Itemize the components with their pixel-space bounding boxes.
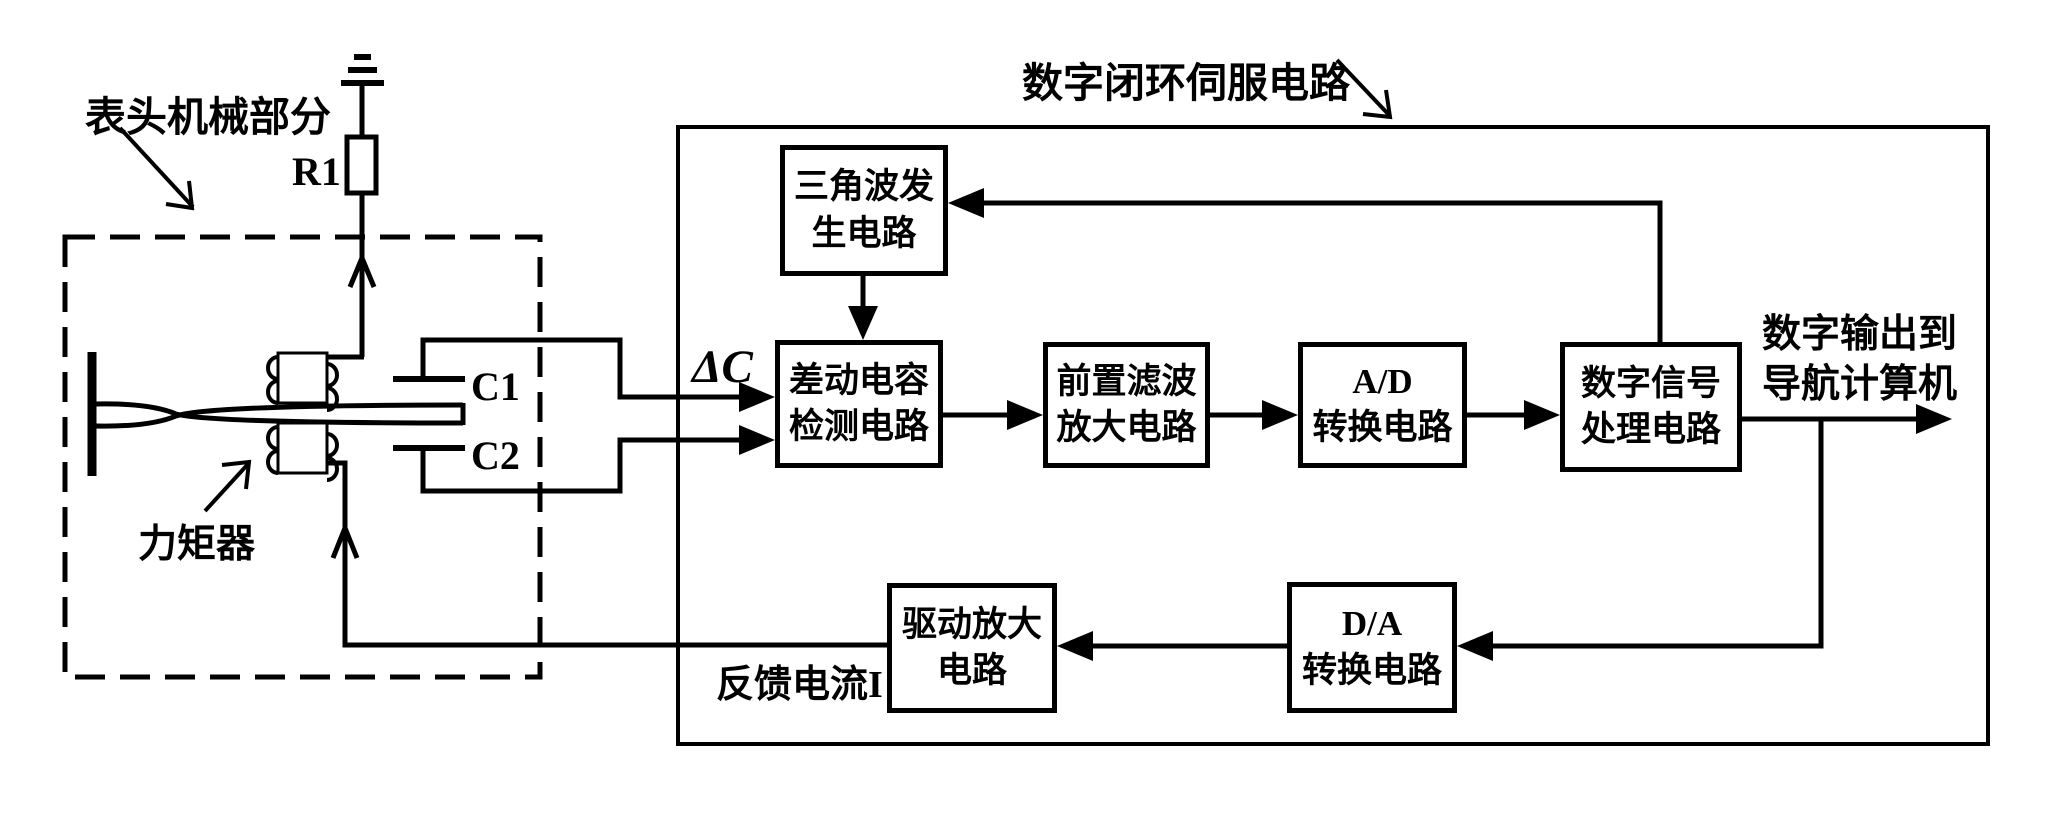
block-label: 转换电路 bbox=[1301, 650, 1442, 690]
block-adc: A/D 转换电路 bbox=[1298, 342, 1467, 468]
feedback-current-path bbox=[327, 460, 887, 648]
pendulum-beam bbox=[87, 352, 466, 476]
resistor-r1-branch bbox=[327, 83, 379, 360]
block-drive-amplifier: 驱动放大 电路 bbox=[887, 583, 1057, 713]
resistor-r1 bbox=[344, 134, 379, 196]
servo-section-title: 数字闭环伺服电路 bbox=[1022, 60, 1350, 106]
cap-c1-label: C1 bbox=[471, 364, 520, 409]
block-label: 三角波发 bbox=[793, 167, 934, 207]
pickoff-wiring bbox=[420, 337, 741, 494]
dac-feedback-path bbox=[1093, 419, 1824, 649]
mechanical-enclosure-box bbox=[62, 234, 543, 680]
block-dsp: 数字信号 处理电路 bbox=[1560, 342, 1742, 472]
torquer-coil bbox=[266, 351, 339, 482]
ground-icon bbox=[341, 54, 384, 86]
block-label: 前置滤波 bbox=[1056, 361, 1197, 401]
annotation-arrows bbox=[118, 58, 1393, 513]
arrowhead-c2-input bbox=[739, 425, 775, 455]
block-prefilter-amplifier: 前置滤波 放大电路 bbox=[1043, 342, 1210, 468]
block-dac: D/A 转换电路 bbox=[1287, 582, 1457, 713]
block-label: 检测电路 bbox=[788, 407, 929, 446]
digital-output-label-line2: 导航计算机 bbox=[1762, 363, 1958, 406]
block-label: D/A bbox=[1341, 604, 1403, 644]
cap-c2-label: C2 bbox=[471, 433, 520, 478]
block-label: 数字信号 bbox=[1580, 363, 1721, 403]
block-diff-cap-detector: 差动电容 检测电路 bbox=[775, 340, 943, 468]
triangle-feedback-path bbox=[860, 200, 1663, 342]
arrowhead-to-adc bbox=[1262, 400, 1298, 430]
arrowhead-to-dsp bbox=[1524, 400, 1560, 430]
feedback-current-label: 反馈电流I bbox=[716, 664, 883, 706]
resistor-r1-label: R1 bbox=[292, 149, 341, 194]
torquer-label: 力矩器 bbox=[138, 523, 256, 566]
block-label: 电路 bbox=[936, 651, 1007, 690]
arrowhead-to-prefilter bbox=[1007, 400, 1043, 430]
block-label: A/D bbox=[1352, 361, 1413, 401]
block-label: 处理电路 bbox=[1580, 410, 1721, 449]
block-triangle-wave-generator: 三角波发 生电路 bbox=[780, 145, 948, 276]
delta-c-label: ΔC bbox=[692, 341, 753, 393]
arrowhead-to-detector-top bbox=[848, 306, 878, 340]
arrowhead-c1-input bbox=[739, 382, 775, 412]
block-label: 生电路 bbox=[811, 213, 917, 253]
signal-chain-arrows bbox=[943, 412, 1918, 422]
servo-enclosure-box bbox=[676, 125, 1990, 746]
arrowhead-to-driver bbox=[1057, 631, 1093, 661]
block-label: 转换电路 bbox=[1312, 408, 1453, 447]
block-label: 放大电路 bbox=[1056, 408, 1197, 447]
arrowhead-to-triangle bbox=[948, 188, 984, 218]
capacitor-plates bbox=[393, 376, 465, 451]
mechanical-section-title: 表头机械部分 bbox=[85, 94, 331, 140]
arrowhead-digital-output bbox=[1916, 404, 1952, 434]
block-label: 驱动放大 bbox=[901, 604, 1042, 644]
arrowhead-to-dac bbox=[1457, 631, 1493, 661]
block-label: 差动电容 bbox=[788, 360, 929, 400]
digital-output-label-line1: 数字输出到 bbox=[1762, 313, 1958, 356]
